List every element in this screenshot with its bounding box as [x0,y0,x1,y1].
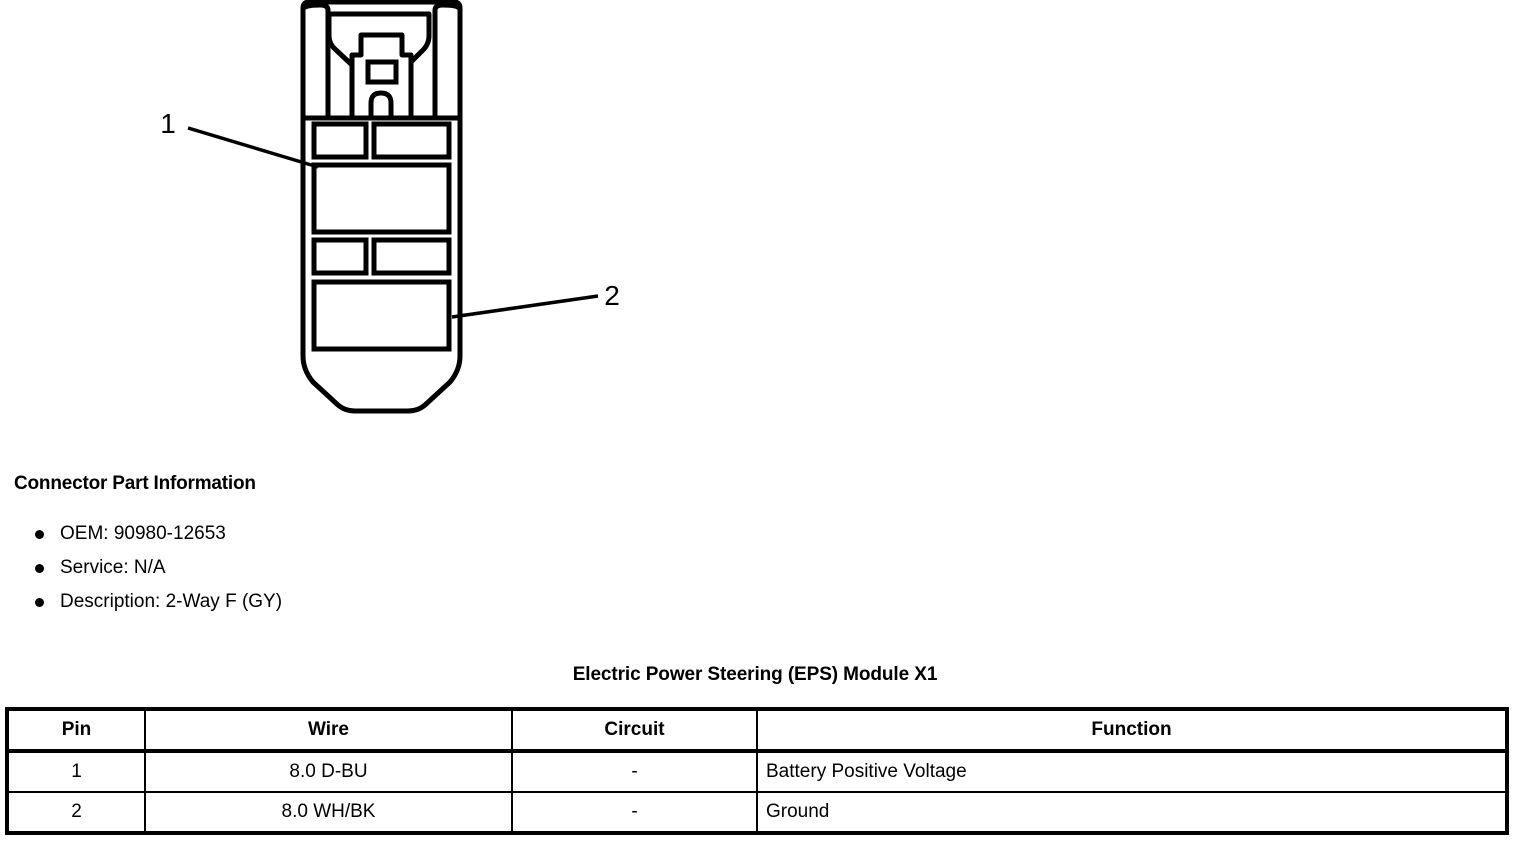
table-header-row: Pin Wire Circuit Function [7,709,1507,753]
connector-part-information: Connector Part Information OEM: 90980-12… [14,473,614,619]
list-item: Service: N/A [14,551,614,585]
column-header-pin: Pin [7,709,146,753]
cell-circuit: - [512,751,758,793]
table-row: 1 8.0 D-BU - Battery Positive Voltage [7,751,1507,793]
pin-table-title: Electric Power Steering (EPS) Module X1 [572,664,938,685]
connector-illustration: 1 2 [160,0,620,414]
list-item: OEM: 90980-12653 [14,517,614,551]
left-tab [300,2,331,121]
cell-pin: 2 [7,792,146,833]
bullet-icon [35,529,44,539]
cell-function: Battery Positive Voltage [757,751,1507,793]
cavity-wide-bottom-right [371,237,452,276]
latch-slot [365,59,399,85]
bullet-icon [35,563,44,573]
part-info-heading: Connector Part Information [14,473,256,494]
cavity-pin-2 [311,279,452,352]
table-row: 2 8.0 WH/BK - Ground [7,792,1507,833]
pin-table: Pin Wire Circuit Function 1 8.0 D-BU - B… [5,707,1509,835]
callout-label-1: 1 [160,108,176,139]
callout-label-2: 2 [604,280,620,311]
cell-pin: 1 [7,751,146,793]
cell-circuit: - [512,792,758,833]
cavity-wide-top-right [371,121,452,160]
callout-2-leader-line [451,294,599,319]
cell-wire: 8.0 D-BU [145,751,513,793]
part-info-list: OEM: 90980-12653 Service: N/A Descriptio… [14,517,614,619]
column-header-wire: Wire [145,709,513,753]
list-item: Description: 2-Way F (GY) [14,585,614,619]
keying-dome [368,90,394,118]
pin-table-container: Pin Wire Circuit Function 1 8.0 D-BU - B… [5,707,1509,835]
callout-1-leader-line [187,126,319,169]
list-item-label: Description: 2-Way F (GY) [60,590,283,612]
list-item-label: OEM: 90980-12653 [60,522,226,544]
right-tab [432,2,463,121]
cavity-small-bottom-left [311,237,369,276]
bullet-icon [35,597,44,607]
cell-function: Ground [766,801,830,822]
column-header-function: Function [757,709,1507,753]
connector-diagram: 1 2 [0,0,700,440]
cavity-small-top-left [311,121,369,160]
column-header-circuit: Circuit [512,709,758,753]
list-item-label: Service: N/A [60,556,166,578]
cell-wire: 8.0 WH/BK [145,792,513,833]
cavity-pin-1 [311,162,452,235]
